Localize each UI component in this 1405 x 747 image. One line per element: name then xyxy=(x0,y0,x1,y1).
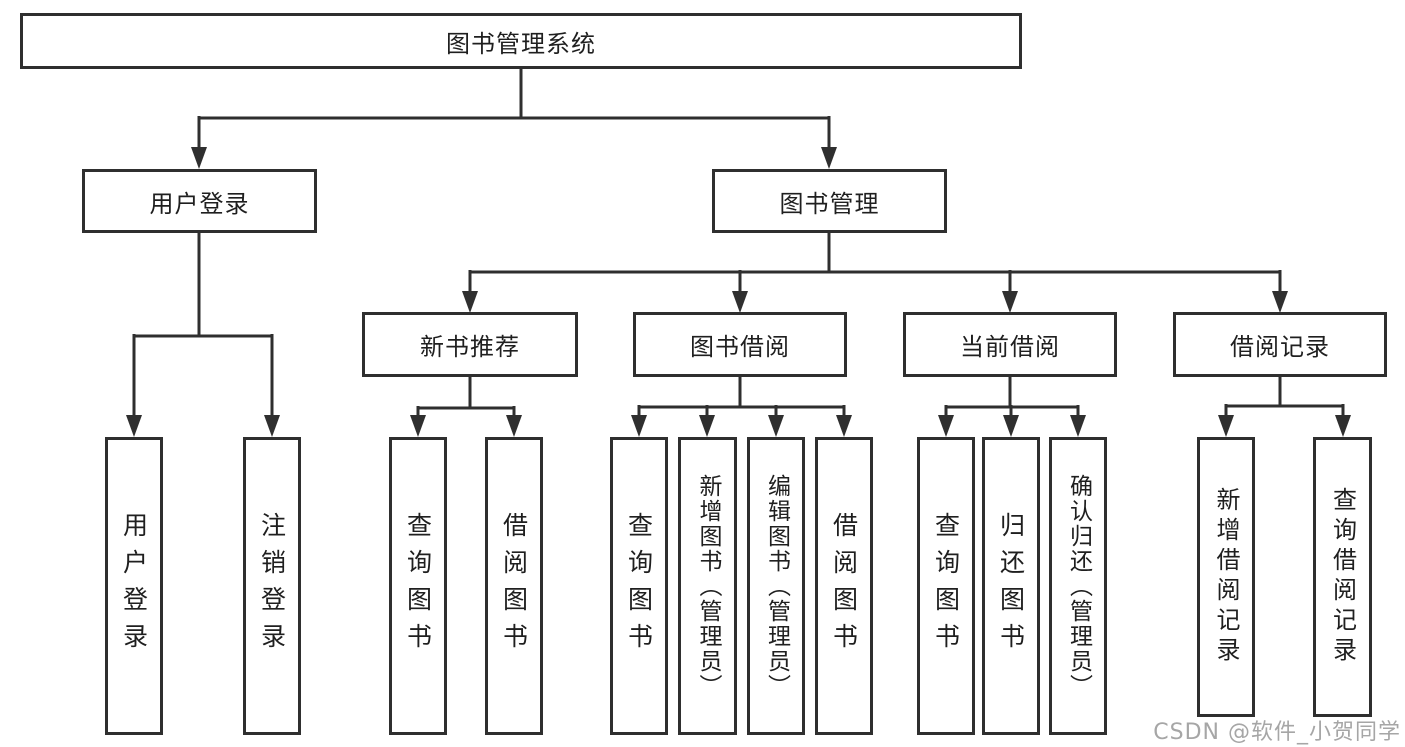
connector-book-borrowing-to-leaves xyxy=(631,377,852,437)
node-label: 查询图书 xyxy=(403,512,433,660)
node-leaf-query-books-recommend: 查询图书 xyxy=(389,437,447,735)
node-user-login: 用户登录 xyxy=(82,169,317,233)
node-label: 查询图书 xyxy=(931,512,961,660)
node-leaf-query-books-borrowing: 查询图书 xyxy=(610,437,668,735)
node-book-borrowing: 图书借阅 xyxy=(633,312,847,377)
node-label: 归还图书 xyxy=(996,512,1026,660)
node-label: 编辑图书（管理员） xyxy=(763,473,790,699)
connector-book-management-to-level3 xyxy=(462,233,1288,313)
node-label: 新增图书（管理员） xyxy=(695,473,721,699)
connector-current-borrowing-to-leaves xyxy=(938,377,1086,437)
node-leaf-query-borrow-record: 查询借阅记录 xyxy=(1313,437,1372,717)
node-label: 确认归还（管理员） xyxy=(1065,473,1092,699)
node-label: 查询借阅记录 xyxy=(1328,487,1357,667)
node-library-management-system: 图书管理系统 xyxy=(20,13,1022,69)
node-label: 注销登录 xyxy=(257,512,287,660)
node-leaf-add-books-admin: 新增图书（管理员） xyxy=(678,437,737,735)
node-leaf-edit-books-admin: 编辑图书（管理员） xyxy=(747,437,805,735)
node-leaf-user-login: 用户登录 xyxy=(105,437,163,735)
node-leaf-logout: 注销登录 xyxy=(243,437,301,735)
node-label: 借阅图书 xyxy=(829,512,859,660)
node-label: 当前借阅 xyxy=(960,333,1060,361)
node-leaf-borrow-books: 借阅图书 xyxy=(815,437,873,735)
node-label: 新增借阅记录 xyxy=(1212,487,1240,667)
node-borrowing-records: 借阅记录 xyxy=(1173,312,1387,377)
node-label: 用户登录 xyxy=(119,512,149,660)
node-leaf-return-books: 归还图书 xyxy=(982,437,1040,735)
node-label: 图书借阅 xyxy=(690,333,790,361)
connector-user-login-to-leaves xyxy=(126,233,280,437)
node-leaf-query-books-current: 查询图书 xyxy=(917,437,975,735)
node-label: 借阅记录 xyxy=(1230,333,1330,361)
connector-new-book-recommend-to-leaves xyxy=(410,377,522,437)
node-leaf-add-borrow-record: 新增借阅记录 xyxy=(1197,437,1255,717)
connector-root-to-level2 xyxy=(191,69,837,169)
node-label: 用户登录 xyxy=(149,189,250,218)
node-leaf-confirm-return-admin: 确认归还（管理员） xyxy=(1049,437,1107,735)
node-label: 查询图书 xyxy=(624,512,654,660)
watermark: CSDN @软件_小贺同学 xyxy=(1153,720,1401,745)
node-label: 借阅图书 xyxy=(499,512,529,660)
node-label: 新书推荐 xyxy=(420,333,520,361)
node-new-book-recommend: 新书推荐 xyxy=(362,312,578,377)
node-label: 图书管理系统 xyxy=(446,29,596,58)
connector-borrowing-records-to-leaves xyxy=(1218,377,1351,437)
node-book-management: 图书管理 xyxy=(712,169,947,233)
node-leaf-borrow-books-recommend: 借阅图书 xyxy=(485,437,543,735)
node-current-borrowing: 当前借阅 xyxy=(903,312,1117,377)
node-label: 图书管理 xyxy=(779,189,880,218)
